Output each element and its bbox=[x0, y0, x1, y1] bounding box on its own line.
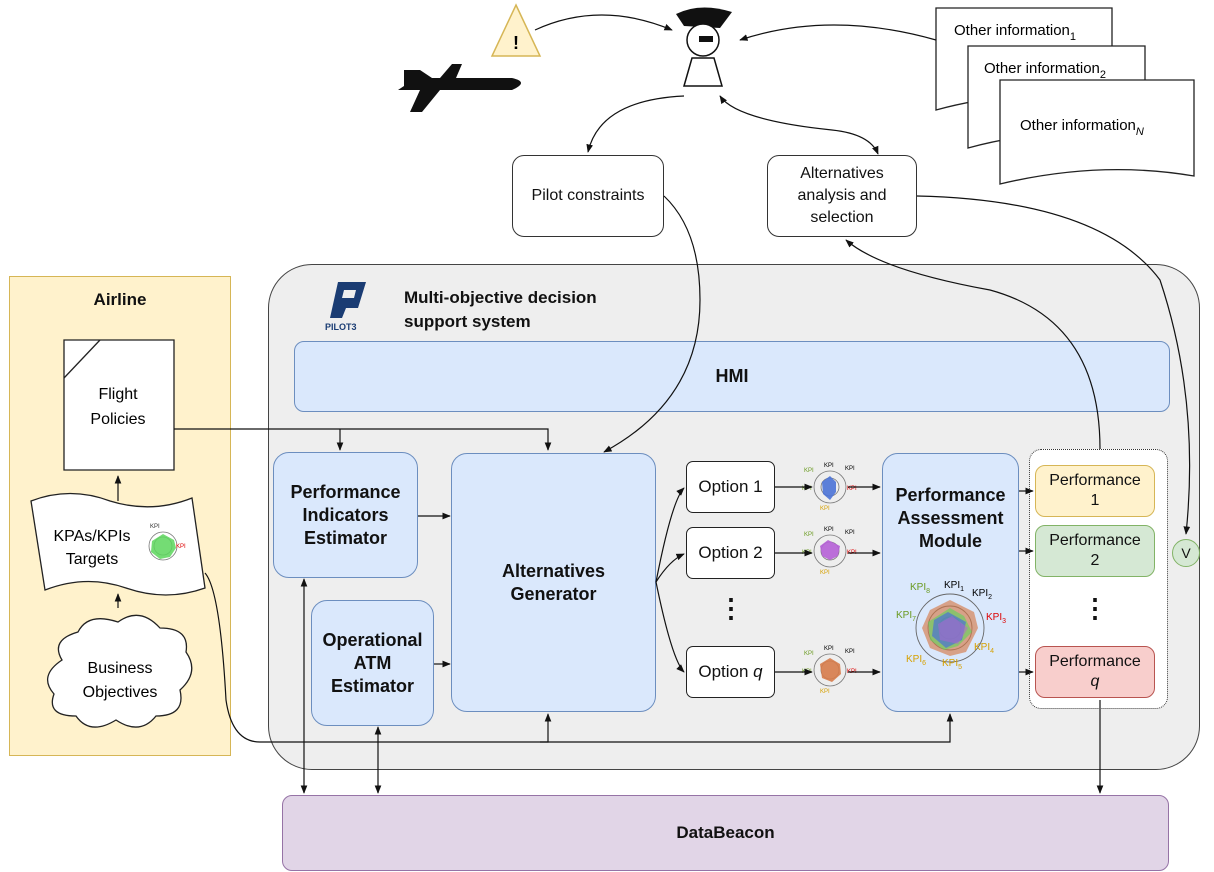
business-line2: Objectives bbox=[83, 684, 158, 701]
system-title: Multi-objective decision support system bbox=[404, 286, 664, 334]
svg-text:KPI: KPI bbox=[804, 651, 814, 657]
alt-analysis-line3: selection bbox=[810, 209, 874, 226]
option-q-prefix: Option bbox=[698, 662, 754, 681]
pilot-icon bbox=[676, 7, 732, 87]
kpi-label-3: KPI3 bbox=[986, 612, 1006, 625]
svg-text:KPI: KPI bbox=[176, 544, 186, 550]
performance-ellipsis: ⋮ bbox=[1082, 593, 1108, 623]
atm-line1: Operational bbox=[322, 629, 423, 650]
hmi-box[interactable]: HMI bbox=[294, 341, 1170, 412]
performance-1-label: Performance bbox=[1049, 472, 1141, 489]
radar-option-2: KPI KPI KPI KPI KPI KPI bbox=[802, 527, 857, 576]
other-information-documents: Other information1 Other information2 Ot… bbox=[935, 7, 1195, 185]
performance-q-sub: q bbox=[1090, 673, 1100, 690]
svg-text:KPI: KPI bbox=[845, 649, 855, 655]
option-2[interactable]: Option 2 bbox=[686, 527, 775, 579]
alternatives-generator[interactable]: Alternatives Generator bbox=[451, 453, 656, 712]
performance-indicators-estimator[interactable]: Performance Indicators Estimator bbox=[273, 452, 418, 578]
performance-assessment-module[interactable]: Performance Assessment Module bbox=[882, 453, 1019, 712]
flight-policies-line2: Policies bbox=[90, 411, 145, 428]
svg-text:KPI: KPI bbox=[824, 527, 834, 533]
svg-text:KPI: KPI bbox=[824, 463, 834, 469]
alternatives-analysis-box[interactable]: Alternatives analysis and selection bbox=[767, 155, 917, 237]
performance-1-sub: 1 bbox=[1090, 492, 1100, 509]
connectors bbox=[114, 14, 1191, 794]
svg-text:KPI: KPI bbox=[150, 524, 160, 530]
svg-text:KPI: KPI bbox=[847, 486, 857, 492]
pie-line1: Performance bbox=[290, 481, 401, 502]
radar-option-1: KPI KPI KPI KPI KPI KPI bbox=[802, 463, 857, 512]
pie-line2: Indicators bbox=[302, 504, 389, 525]
performance-q[interactable]: Performance q bbox=[1035, 646, 1155, 698]
v-connector[interactable]: V bbox=[1172, 539, 1200, 567]
pam-line3: Module bbox=[919, 531, 982, 551]
performance-2-label: Performance bbox=[1049, 532, 1141, 549]
svg-text:KPI: KPI bbox=[820, 689, 830, 695]
performance-2[interactable]: Performance 2 bbox=[1035, 525, 1155, 577]
svg-text:KPI: KPI bbox=[845, 466, 855, 472]
atm-line3: Estimator bbox=[330, 675, 415, 696]
other-info-N: Other informationN bbox=[1020, 117, 1144, 138]
performance-q-label: Performance bbox=[1049, 653, 1141, 670]
alt-analysis-line1: Alternatives bbox=[800, 165, 884, 182]
performance-2-sub: 2 bbox=[1090, 552, 1100, 569]
kpi-label-4: KPI4 bbox=[974, 642, 994, 655]
alt-analysis-line2: analysis and bbox=[797, 187, 887, 204]
performance-1[interactable]: Performance 1 bbox=[1035, 465, 1155, 517]
system-title-line2: support system bbox=[404, 312, 531, 331]
svg-text:KPI: KPI bbox=[845, 530, 855, 536]
svg-text:KPI: KPI bbox=[804, 468, 814, 474]
kpi-label-7: KPI7 bbox=[896, 610, 916, 623]
svg-text:KPI: KPI bbox=[820, 506, 830, 512]
kpi-label-6: KPI6 bbox=[906, 654, 926, 667]
flight-policies-document[interactable]: Flight Policies bbox=[63, 339, 175, 471]
generator-line1: Alternatives bbox=[501, 560, 606, 581]
option-q[interactable]: Option q bbox=[686, 646, 775, 698]
databeacon-box[interactable]: DataBeacon bbox=[282, 795, 1169, 871]
kpa-line1: KPAs/KPIs bbox=[53, 528, 130, 545]
warning-icon: ! bbox=[490, 3, 542, 57]
pie-line3: Estimator bbox=[303, 527, 388, 548]
pilot3-logo: PILOT3 bbox=[325, 282, 366, 332]
svg-text:KPI: KPI bbox=[804, 532, 814, 538]
radar-option-q: KPI KPI KPI KPI KPI KPI bbox=[802, 646, 857, 695]
pilot-constraints-box[interactable]: Pilot constraints bbox=[512, 155, 664, 237]
kpi-label-5: KPI5 bbox=[942, 658, 962, 671]
operational-atm-estimator[interactable]: Operational ATM Estimator bbox=[311, 600, 434, 726]
kpi-label-1: KPI1 bbox=[944, 580, 964, 593]
kpi-label-2: KPI2 bbox=[972, 588, 992, 601]
option-q-var: q bbox=[753, 662, 763, 681]
business-objectives-cloud[interactable]: Business Objectives bbox=[46, 614, 193, 728]
v-label: V bbox=[1181, 545, 1191, 561]
kpa-line2: Targets bbox=[66, 551, 118, 568]
databeacon-label: DataBeacon bbox=[676, 823, 775, 842]
pam-line1: Performance bbox=[895, 485, 1006, 505]
airline-title: Airline bbox=[93, 290, 147, 309]
kpa-targets-document[interactable]: KPAs/KPIs Targets bbox=[30, 492, 206, 596]
radar-kpa: KPI KPI bbox=[148, 524, 186, 561]
kpi-label-8: KPI8 bbox=[910, 582, 930, 595]
options-ellipsis: ⋮ bbox=[718, 593, 744, 623]
airplane-icon bbox=[398, 64, 521, 112]
flight-policies-line1: Flight bbox=[98, 386, 138, 403]
system-title-line1: Multi-objective decision bbox=[404, 288, 597, 307]
warning-mark: ! bbox=[513, 33, 519, 53]
generator-line2: Generator bbox=[510, 583, 597, 604]
option-1[interactable]: Option 1 bbox=[686, 461, 775, 513]
logo-text: PILOT3 bbox=[325, 322, 357, 332]
radar-assessment: KPI1 KPI2 KPI3 KPI4 KPI5 KPI6 KPI7 KPI8 bbox=[896, 580, 1006, 671]
other-info-2: Other information2 bbox=[984, 60, 1106, 81]
atm-line2: ATM bbox=[353, 652, 392, 673]
svg-text:KPI: KPI bbox=[824, 646, 834, 652]
other-info-1: Other information1 bbox=[954, 22, 1076, 43]
business-line1: Business bbox=[88, 660, 153, 677]
pam-line2: Assessment bbox=[897, 508, 1004, 528]
svg-text:KPI: KPI bbox=[820, 570, 830, 576]
